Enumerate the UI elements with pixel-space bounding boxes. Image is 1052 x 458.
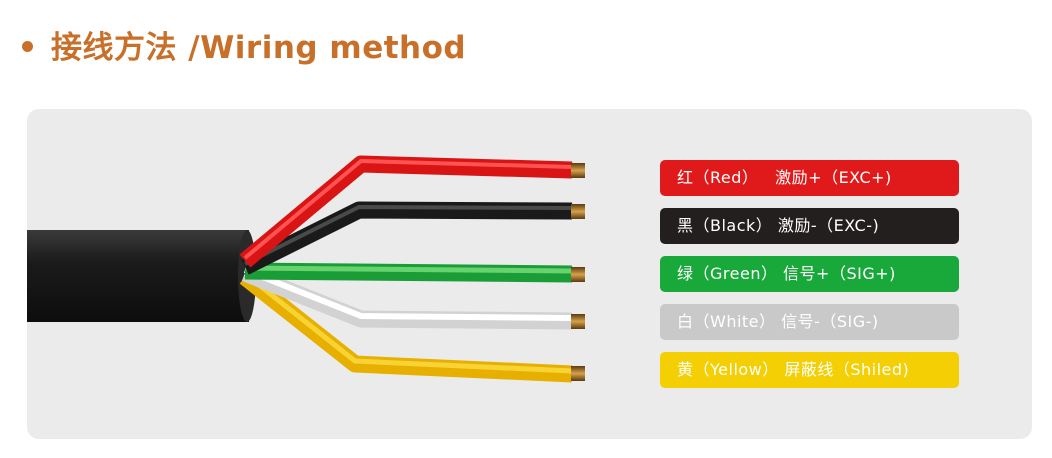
wire-black bbox=[241, 201, 573, 275]
legend-label-red: 红（Red） 激励+（EXC+) bbox=[660, 160, 959, 196]
wire-white bbox=[241, 265, 573, 330]
legend-label-white: 白（White） 信号-（SIG-) bbox=[660, 304, 959, 340]
wire-yellow bbox=[239, 270, 573, 383]
cable-sheath bbox=[27, 230, 256, 322]
wire-red bbox=[239, 155, 573, 268]
section-title: 接线方法 /Wiring method bbox=[51, 29, 467, 66]
legend-label-yellow: 黄（Yellow） 屏蔽线（Shiled) bbox=[660, 352, 959, 388]
cable-illustration bbox=[27, 155, 585, 383]
bullet-dot-icon bbox=[22, 40, 33, 52]
section-heading: 接线方法 /Wiring method bbox=[22, 22, 466, 66]
copper-tips bbox=[571, 163, 585, 381]
legend-label-green: 绿（Green） 信号+（SIG+) bbox=[660, 256, 959, 292]
legend-label-black: 黑（Black） 激励-（EXC-) bbox=[660, 208, 959, 244]
wire-green bbox=[244, 262, 573, 283]
